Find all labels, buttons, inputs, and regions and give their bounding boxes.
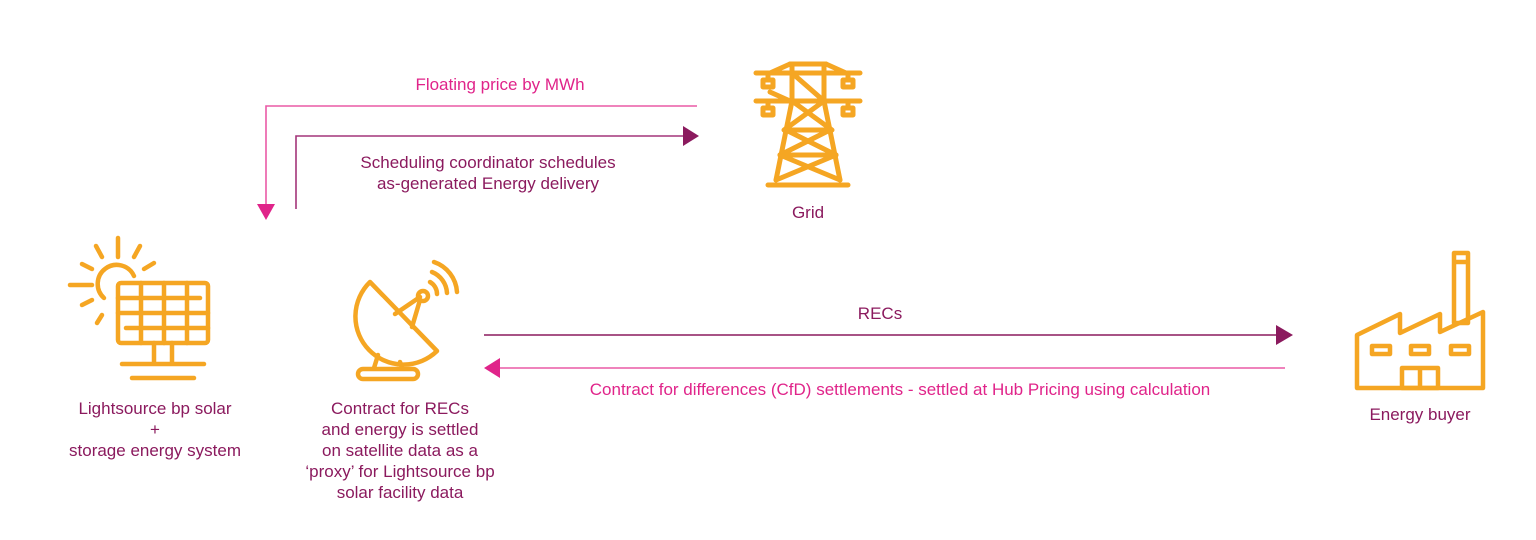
satellite-label-line-1: Contract for RECs [331,399,469,418]
cfd-arrow [484,358,1285,378]
arrowhead-right-icon [1276,325,1293,345]
arrowhead-right-icon [683,126,699,146]
satellite-label-line-5: solar facility data [336,483,464,502]
arrowhead-left-icon [484,358,500,378]
scheduling-label: Scheduling coordinator schedules as-gene… [318,152,658,194]
factory-icon [1354,250,1486,391]
scheduling-label-line-1: Scheduling coordinator schedules [360,153,616,172]
scheduling-label-line-2: as-generated Energy delivery [376,174,600,193]
buyer-label: Energy buyer [1369,405,1471,424]
scheduling-arrow [295,126,699,209]
recs-arrow [484,325,1293,345]
satellite-label-line-4: ‘proxy’ for Lightsource bp [305,462,495,481]
satellite-label-line-2: and energy is settled [321,420,479,439]
floating-price-label: Floating price by MWh [415,75,585,94]
recs-label: RECs [857,304,903,323]
solar-label: Lightsource bp solar + storage energy sy… [40,398,270,461]
cfd-label: Contract for differences (CfD) settlemen… [589,380,1211,399]
arrowhead-down-icon [257,204,275,220]
solar-label-line-2: + [150,420,160,439]
transmission-tower-icon [753,61,863,188]
satellite-dish-icon [353,259,460,382]
solar-label-line-1: Lightsource bp solar [78,399,232,418]
grid-label: Grid [791,203,825,222]
solar-panel-icon [67,235,211,381]
solar-label-line-3: storage energy system [69,441,241,460]
satellite-label: Contract for RECs and energy is settled … [280,398,520,503]
floating-price-arrow [257,105,697,220]
satellite-label-line-3: on satellite data as a [322,441,478,460]
